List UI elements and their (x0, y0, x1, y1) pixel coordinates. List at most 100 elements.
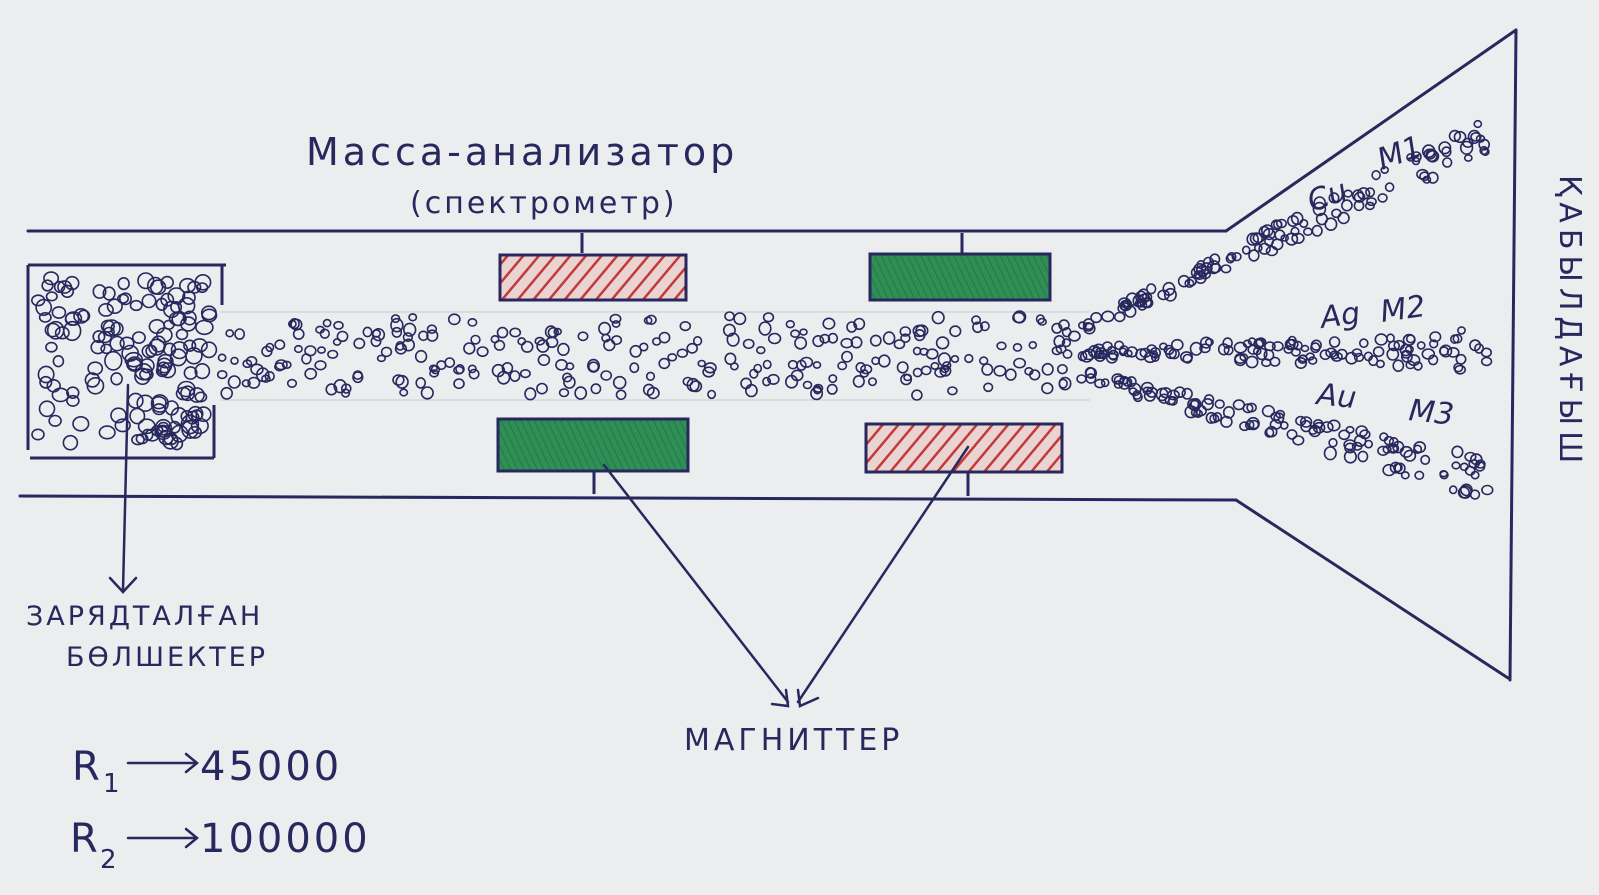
particle (1438, 346, 1450, 356)
particle (190, 417, 209, 435)
particle (1357, 450, 1369, 463)
particle (1312, 421, 1326, 434)
particle (430, 364, 441, 375)
particle (467, 317, 478, 327)
particle (1353, 191, 1366, 203)
particle (141, 344, 157, 359)
particle (470, 334, 481, 345)
particle (1454, 364, 1466, 375)
particle (1136, 298, 1146, 308)
particle (1107, 349, 1119, 360)
particle (333, 379, 347, 394)
particle (1344, 442, 1356, 454)
particle (557, 342, 570, 357)
particle (940, 365, 950, 374)
particle (1117, 303, 1127, 314)
particle (86, 376, 105, 395)
particle (1269, 356, 1281, 367)
particle (274, 359, 288, 371)
particle (131, 331, 146, 344)
particle (110, 407, 127, 424)
particle (1254, 243, 1263, 253)
particle (925, 348, 939, 360)
particle (1246, 416, 1260, 431)
particle (1413, 444, 1423, 455)
particle (972, 321, 984, 334)
particle (1028, 341, 1038, 350)
particle (1353, 352, 1365, 363)
magnet-lower-right (864, 422, 1064, 496)
particle (930, 361, 940, 370)
particle (225, 329, 235, 338)
particle (1331, 208, 1342, 219)
particle (1085, 367, 1097, 379)
particle (1416, 168, 1429, 180)
particle (1307, 356, 1318, 365)
particle (401, 338, 415, 352)
particle (689, 380, 703, 393)
particle (612, 375, 627, 390)
particle (841, 350, 853, 363)
particle (1323, 446, 1337, 461)
particle (1341, 199, 1353, 212)
particle (1284, 232, 1299, 246)
particle (1351, 189, 1365, 202)
particle (1012, 342, 1023, 352)
particle (537, 353, 551, 366)
particle (418, 330, 429, 342)
resolution-r2: R 2 100000 (70, 816, 368, 875)
particle (1286, 429, 1298, 440)
particle (643, 316, 653, 325)
particle (408, 313, 418, 322)
particle (131, 434, 145, 446)
particle (785, 320, 795, 329)
particle (983, 382, 994, 393)
particle (45, 341, 58, 353)
particle (1173, 386, 1186, 399)
particle (1125, 292, 1140, 307)
particle (150, 396, 167, 410)
particle (993, 365, 1007, 377)
particle (1345, 425, 1355, 434)
particle (802, 380, 813, 390)
particle (1457, 486, 1470, 499)
r1-value: 45000 (200, 744, 342, 790)
particle (84, 372, 101, 388)
r2-index: 2 (100, 845, 117, 875)
particle (846, 321, 858, 333)
particle (155, 297, 169, 311)
particle (1100, 378, 1110, 388)
particle (1261, 224, 1274, 237)
particle (784, 374, 799, 389)
particle (762, 312, 775, 323)
particle (1399, 343, 1413, 357)
particle (1252, 232, 1265, 244)
particle (726, 332, 740, 347)
particle (110, 372, 123, 386)
particle (1467, 129, 1481, 144)
particle (141, 293, 157, 309)
particle (1244, 419, 1255, 431)
particle (200, 341, 218, 359)
particle (1199, 343, 1211, 354)
particle (810, 386, 824, 401)
particle (534, 336, 546, 346)
r1-index: 1 (103, 769, 120, 799)
particle (1276, 218, 1288, 229)
particle (913, 329, 926, 342)
particle (615, 389, 627, 401)
particle (828, 374, 838, 384)
particle (1146, 344, 1157, 354)
magnet-arrowhead-right (796, 688, 820, 708)
particle (947, 386, 958, 396)
particle (1479, 145, 1489, 156)
particle (247, 376, 261, 389)
particle (1312, 418, 1324, 429)
particle (1365, 187, 1376, 198)
particle (191, 338, 208, 353)
particle (152, 403, 166, 416)
particle (1226, 252, 1237, 263)
particle (658, 331, 671, 344)
particle (64, 312, 80, 326)
particle (148, 318, 166, 334)
